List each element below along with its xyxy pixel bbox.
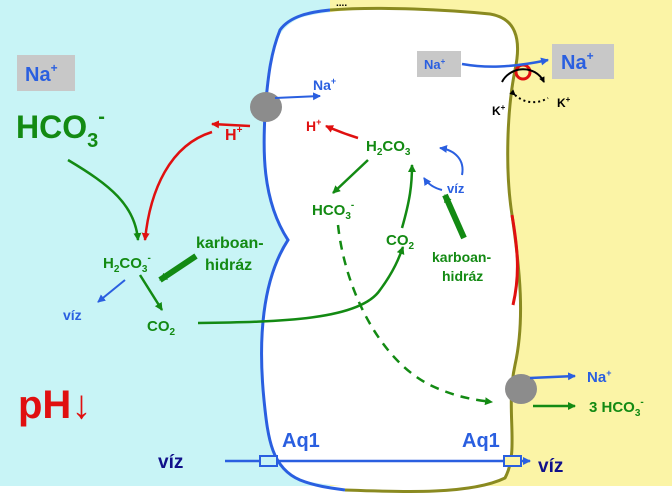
bottom-strip [0,486,672,498]
na-pump-out-label: Na+ [561,49,594,74]
h-cell-arrow [325,124,359,140]
viz-cell-label: víz [447,181,465,196]
k-right-label: K+ [557,95,571,110]
viz-lumen-label: víz [63,307,82,323]
na-box-left [17,55,75,91]
hco3-dashed-arrow [336,224,493,406]
hco3-cell-label: HCO3- [312,200,354,222]
na-entry-arrow [274,92,321,101]
aq1-channel-left [259,455,278,467]
luminal-membrane [260,8,346,492]
karboanhidraz-lumen-label-2: hidráz [205,257,252,274]
na-pump-in-label: Na+ [424,57,446,72]
nbc-transporter [505,374,537,404]
h-lumen-label: H+ [225,125,243,144]
na-box-pump-out [552,44,614,79]
viz-bottom-right-label: víz [538,456,563,477]
aq1-channel-right [503,455,522,467]
na-pump-arrow [461,57,549,68]
co2-diffusion-arrow [197,246,405,325]
co2-to-h2co3-arrow [400,164,416,229]
h2co3-to-viz-arrow [97,279,126,303]
karboanhidraz-cell-label-1: karboan- [432,249,491,265]
na-cell-label: Na+ [313,76,336,93]
aq1-right-label: Aq1 [462,430,500,452]
h2co3-to-hco3-arrow [332,159,369,194]
na-box-pump-in [417,51,461,77]
hco3-to-h2co3-arrow [67,158,142,241]
nhe-transporter [250,92,282,122]
dots-top: .... [336,0,347,9]
karboanhidraz-arrow-cell [442,193,467,240]
viz-to-h2co3-arrow [439,144,464,176]
h2co3-cell-label: H2CO3 [366,138,411,158]
ph-label: pH↓ [18,383,91,427]
co2-cell-label: CO2 [386,232,415,252]
h-secretion-arrow [211,120,251,129]
aq1-left-label: Aq1 [282,430,320,452]
co2-lumen-label: CO2 [147,318,176,338]
hco3-exit-label: 3 HCO3- [589,397,644,419]
pump-arc-top [501,68,545,83]
na-exit-label: Na+ [587,368,611,386]
h-to-h2co3-arrow [141,130,213,241]
karboanhidraz-cell-label-2: hidráz [442,268,483,284]
karboanhidraz-lumen-label-1: karboan- [196,235,264,252]
k-left-label: K+ [492,103,506,118]
viz-bottom-left-label: víz [158,452,183,473]
h2co3-to-co2-arrow [138,274,164,311]
h-cell-label: H+ [306,117,321,134]
viz-small-arrow [423,177,443,191]
na-exit-arrow [529,372,576,381]
h2co3-lumen-label: H2CO3- [103,253,151,275]
hco3-left-label: HCO3- [16,106,105,152]
na-left-label: Na+ [25,61,58,86]
basolateral-red-segment [510,214,519,306]
karboanhidraz-arrow-left [158,253,198,283]
